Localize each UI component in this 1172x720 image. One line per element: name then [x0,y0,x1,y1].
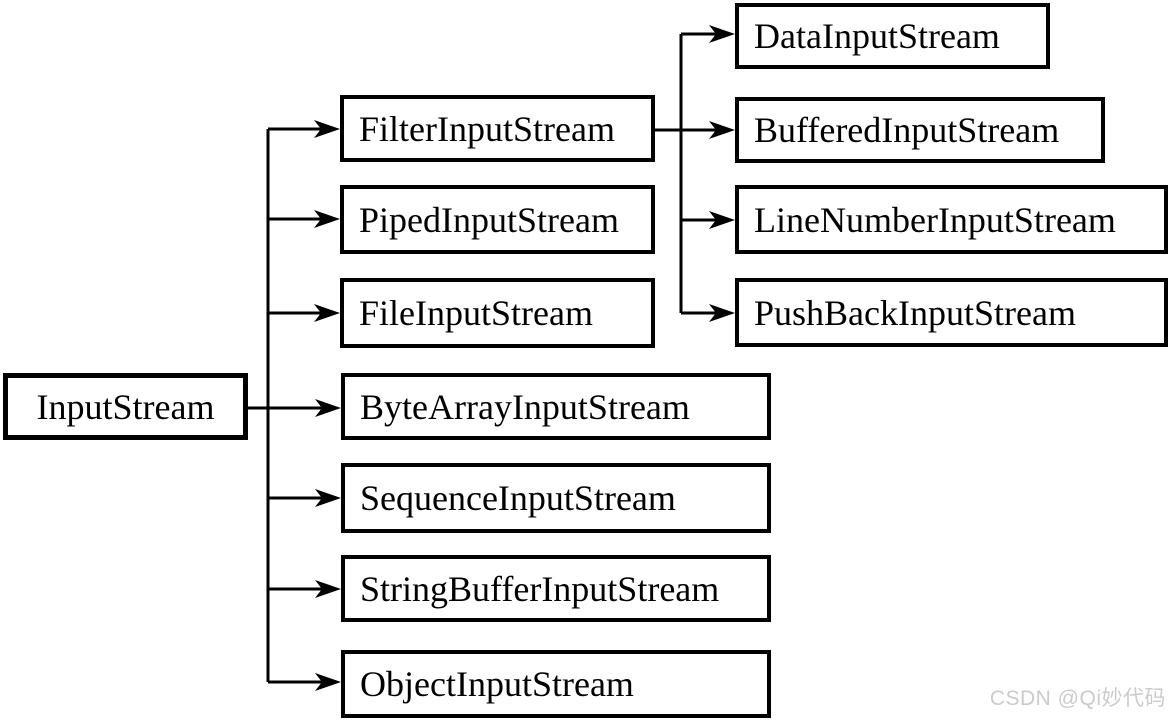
node-label: LineNumberInputStream [754,199,1116,240]
node-label: SequenceInputStream [360,478,676,518]
node-fileinputstream: FileInputStream [340,278,655,348]
arrowhead-icon [709,121,735,139]
node-label: PipedInputStream [359,199,619,240]
arrowhead-icon [314,304,340,322]
node-label: FileInputStream [359,293,593,333]
node-label: PushBackInputStream [754,292,1076,333]
node-filterinputstream: FilterInputStream [340,95,655,162]
node-objectinputstream: ObjectInputStream [341,650,771,718]
node-sequenceinputstream: SequenceInputStream [341,463,771,533]
arrowhead-icon [315,580,341,598]
node-linenumberinputstream: LineNumberInputStream [735,185,1168,254]
node-bufferedinputstream: BufferedInputStream [735,97,1105,163]
node-stringbufferinputstream: StringBufferInputStream [341,555,771,622]
node-label: FilterInputStream [359,108,615,149]
node-label: InputStream [36,386,215,427]
node-bytearrayinputstream: ByteArrayInputStream [341,373,771,440]
arrowhead-icon [709,211,735,229]
arrowhead-icon [315,673,341,691]
node-datainputstream: DataInputStream [735,3,1050,69]
node-label: DataInputStream [754,16,1000,56]
arrowhead-icon [315,489,341,507]
arrowhead-icon [314,210,340,228]
csdn-watermark: CSDN @Qi妙代码 [989,687,1166,710]
node-pipedinputstream: PipedInputStream [340,185,655,254]
arrowhead-icon [709,304,735,322]
node-label: ByteArrayInputStream [360,386,690,427]
node-inputstream: InputStream [3,373,248,440]
node-label: StringBufferInputStream [360,568,720,609]
arrowhead-icon [709,25,735,43]
node-pushbackinputstream: PushBackInputStream [735,278,1168,347]
arrowhead-icon [314,120,340,138]
node-label: ObjectInputStream [360,664,634,704]
arrowhead-icon [315,399,341,417]
node-label: BufferedInputStream [754,110,1060,150]
